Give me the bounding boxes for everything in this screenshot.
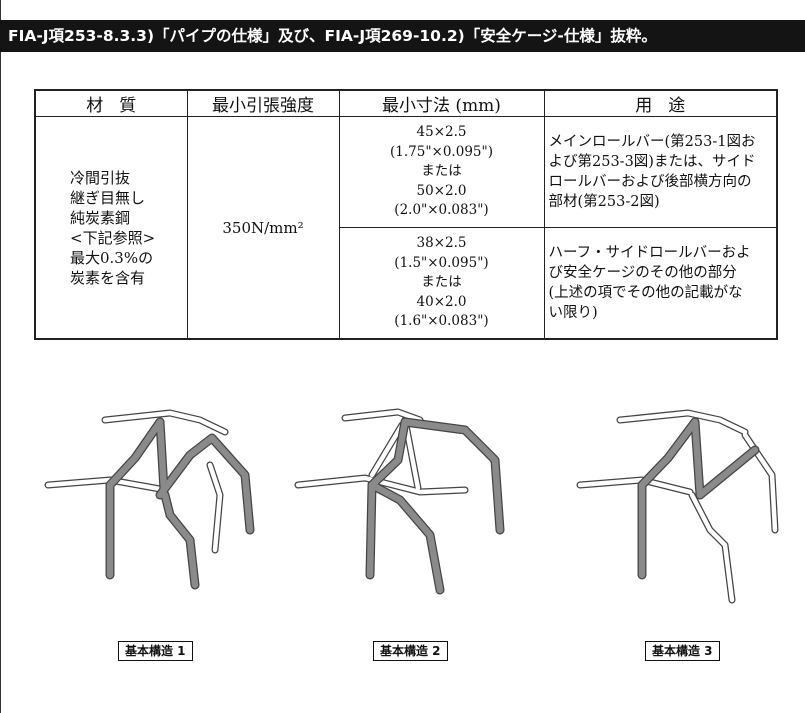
dimension-line: 50×2.0 <box>416 182 467 199</box>
dimension-line: 38×2.5 <box>416 235 467 252</box>
use-line: ハーフ・サイドロールバーおよ <box>548 245 751 261</box>
roll-cage-diagram-1 <box>44 409 255 590</box>
pipe-spec-table: 材質 最小引張強度 最小寸法 (mm) 用途 冷間引抜 継ぎ目無し 純炭素鋼 <… <box>34 89 778 340</box>
use-line: よび第253-3図)または、サイド <box>548 154 756 170</box>
dimension-line: または <box>421 163 462 180</box>
material-cell: 冷間引抜 継ぎ目無し 純炭素鋼 <下記参照> 最大0.3%の 炭素を含有 <box>34 116 188 340</box>
dimension-line: (1.75"×0.095") <box>390 143 493 160</box>
use-line: い限り) <box>548 305 598 321</box>
diagram-label-3: 基本構造 3 <box>645 641 720 661</box>
dimension-line: (1.5"×0.095") <box>394 254 489 271</box>
material-line: 最大0.3%の <box>70 248 154 267</box>
table-row: 冷間引抜 継ぎ目無し 純炭素鋼 <下記参照> 最大0.3%の 炭素を含有 350… <box>34 116 778 340</box>
material-line: 炭素を含有 <box>70 268 146 287</box>
use-line: び安全ケージのその他の部分 <box>548 265 737 281</box>
roll-cage-diagram-3 <box>576 409 779 604</box>
use-line: 部材(第253-2図) <box>548 194 660 210</box>
header-strength: 最小引張強度 <box>186 89 340 117</box>
dimension-line: (1.6"×0.083") <box>394 313 489 330</box>
diagram-label-2: 基本構造 2 <box>373 641 448 661</box>
material-line: 継ぎ目無し <box>70 188 146 207</box>
use-cell: メインロールバー(第253-1図お よび第253-3図)または、サイド ロールバ… <box>543 116 778 228</box>
material-line: 純炭素鋼 <box>70 208 131 227</box>
dimension-line: 45×2.5 <box>416 124 467 141</box>
dimension-line: 40×2.0 <box>416 293 467 310</box>
roll-cage-diagram-2 <box>294 408 505 595</box>
use-cell: ハーフ・サイドロールバーおよ び安全ケージのその他の部分 (上述の項でその他の記… <box>543 227 778 340</box>
header-dimension: 最小寸法 (mm) <box>338 89 545 117</box>
section-title: FIA-J項253-8.3.3)「パイプの仕様」及び、FIA-J項269-10.… <box>0 20 805 52</box>
dimension-line: または <box>421 274 462 291</box>
header-use: 用途 <box>543 89 778 117</box>
material-line: <下記参照> <box>70 228 156 247</box>
material-line: 冷間引抜 <box>70 168 131 187</box>
use-line: (上述の項でその他の記載がな <box>548 285 743 301</box>
strength-cell: 350N/mm² <box>186 116 340 340</box>
use-line: ロールバーおよび後部横方向の <box>548 174 752 190</box>
header-material: 材質 <box>34 89 188 117</box>
dimension-cell: 45×2.5 (1.75"×0.095") または 50×2.0 (2.0"×0… <box>338 116 545 228</box>
table-row: 38×2.5 (1.5"×0.095") または 40×2.0 (1.6"×0.… <box>35 227 778 340</box>
diagram-label-1: 基本構造 1 <box>118 641 193 661</box>
dimension-line: (2.0"×0.083") <box>394 202 489 219</box>
use-line: メインロールバー(第253-1図お <box>548 134 756 150</box>
table-header-row: 材質 最小引張強度 最小寸法 (mm) 用途 <box>34 89 778 117</box>
dimension-cell: 38×2.5 (1.5"×0.095") または 40×2.0 (1.6"×0.… <box>338 227 545 340</box>
